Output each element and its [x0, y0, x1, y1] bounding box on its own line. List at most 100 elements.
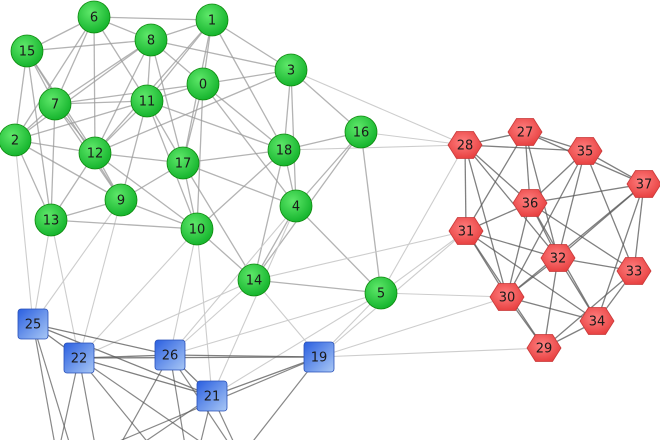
node-19: 19 — [303, 341, 335, 373]
node-17-circle — [166, 146, 200, 180]
node-16: 16 — [344, 115, 378, 149]
edge-18-28 — [283, 144, 466, 151]
node-29: 29 — [526, 334, 562, 362]
edge-10-22 — [78, 228, 198, 359]
node-31-hexagon — [448, 217, 484, 245]
edge-10-26 — [169, 228, 198, 356]
node-16-circle — [344, 115, 378, 149]
node-label: 7 — [51, 98, 59, 113]
edge-36-30 — [506, 202, 531, 298]
edge-11-18 — [146, 100, 285, 151]
node-label: 29 — [536, 342, 553, 357]
node-label: 11 — [139, 95, 156, 110]
edge-7-0 — [54, 83, 204, 105]
node-label: 15 — [19, 45, 36, 60]
edge-6-12 — [93, 16, 96, 154]
node-label: 30 — [499, 291, 516, 306]
edge-5-28 — [380, 144, 466, 294]
node-2: 2 — [0, 123, 32, 157]
node-28: 28 — [447, 131, 483, 159]
node-label: 1 — [208, 14, 216, 29]
node-34-hexagon — [579, 307, 615, 335]
node-21-square — [196, 380, 228, 412]
node-28-hexagon — [447, 131, 483, 159]
node-label: 16 — [353, 126, 370, 141]
edge-30-34 — [506, 296, 598, 322]
node-0: 0 — [186, 67, 220, 101]
edge-35-30 — [506, 150, 586, 298]
node-4: 4 — [279, 189, 313, 223]
node-label: 8 — [147, 34, 155, 49]
node-26: 26 — [154, 339, 186, 371]
edge-32-29 — [543, 257, 559, 349]
edges-layer — [14, 16, 645, 440]
node-32: 32 — [540, 244, 576, 272]
node-label: 12 — [87, 147, 104, 162]
node-label: 34 — [589, 315, 606, 330]
edge-9-22 — [78, 199, 122, 359]
node-7-circle — [38, 87, 72, 121]
node-label: 18 — [276, 144, 293, 159]
edge-13-10 — [50, 219, 198, 230]
edge-15-13 — [26, 50, 52, 221]
edge-28-32 — [464, 144, 559, 259]
node-label: 2 — [11, 134, 19, 149]
edge-4-21 — [211, 205, 297, 397]
node-label: 3 — [287, 64, 295, 79]
node-5: 5 — [364, 276, 398, 310]
edge-1-11 — [146, 19, 213, 102]
edge-28-31 — [464, 144, 467, 232]
edge-22-19 — [78, 356, 320, 359]
edge-14-5 — [253, 279, 382, 294]
node-30-hexagon — [489, 283, 525, 311]
node-label: 37 — [636, 178, 653, 193]
node-label: 28 — [457, 139, 474, 154]
edge-36-37 — [529, 183, 645, 204]
node-13-circle — [34, 203, 68, 237]
node-1: 1 — [195, 3, 229, 37]
edge-8-12 — [94, 39, 152, 154]
node-22: 22 — [63, 342, 95, 374]
nodes-layer: 0123456789101112131415161718192122252627… — [0, 0, 660, 412]
edge-16-5 — [360, 131, 382, 294]
edge-18-10 — [196, 149, 285, 230]
node-36: 36 — [512, 189, 548, 217]
edge-22-21 — [78, 357, 213, 397]
node-33: 33 — [616, 257, 652, 285]
edge-25-21 — [32, 323, 213, 397]
edge-13-22 — [50, 219, 80, 359]
node-12: 12 — [78, 136, 112, 170]
edge-9-25 — [32, 199, 122, 325]
edge-4-26 — [169, 205, 297, 356]
edge-13-25 — [32, 219, 52, 325]
edge-26-19 — [169, 354, 320, 358]
node-37: 37 — [626, 170, 660, 198]
node-35-hexagon — [567, 137, 603, 165]
node-34: 34 — [579, 307, 615, 335]
node-11: 11 — [130, 84, 164, 118]
node-7: 7 — [38, 87, 72, 121]
edge-35-32 — [557, 150, 586, 259]
edge-21-19 — [211, 356, 320, 397]
node-3: 3 — [274, 53, 308, 87]
node-13: 13 — [34, 203, 68, 237]
node-label: 22 — [71, 352, 88, 367]
edge-17-18 — [182, 149, 285, 164]
edge-25-26 — [32, 323, 171, 356]
node-10: 10 — [180, 212, 214, 246]
edge-5-26 — [169, 292, 382, 356]
edge-0-4 — [202, 83, 297, 207]
node-label: 6 — [90, 11, 98, 26]
edge-14-31 — [253, 230, 467, 281]
edge-5-30 — [380, 292, 508, 298]
node-15-circle — [10, 34, 44, 68]
edge-11-9 — [120, 100, 148, 201]
node-19-square — [303, 341, 335, 373]
edge-8-2 — [14, 39, 152, 141]
node-36-hexagon — [512, 189, 548, 217]
node-label: 26 — [162, 349, 179, 364]
edge-15-9 — [26, 50, 122, 201]
edge-17-14 — [182, 162, 255, 281]
node-11-circle — [130, 84, 164, 118]
